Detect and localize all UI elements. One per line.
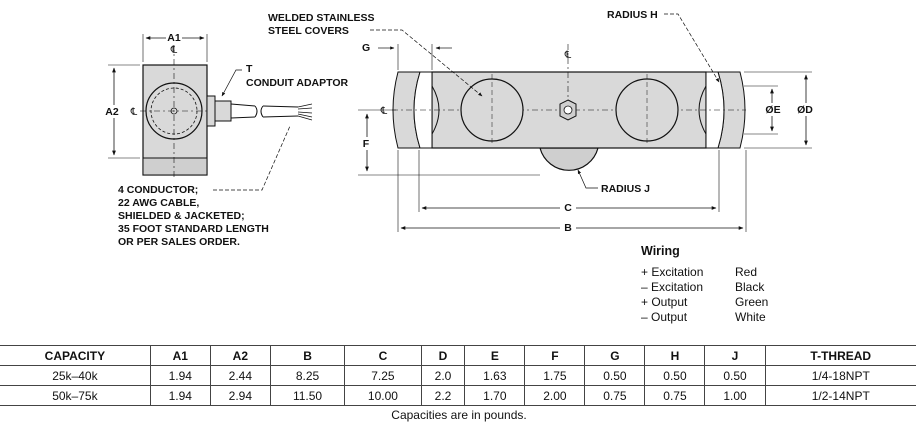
- dimension-table: CAPACITY A1 A2 B C D E F G H J T-THREAD …: [0, 345, 916, 406]
- table-cell: 11.50: [270, 385, 346, 406]
- table-cell: 1.63: [464, 365, 526, 386]
- end-view: A1 ℄ A2 ℄ T CONDUIT ADAPTOR 4 CONDUCTOR;…: [103, 31, 349, 248]
- table-row: 50k–75k 1.94 2.94 11.50 10.00 2.2 1.70 2…: [0, 385, 916, 406]
- cable-note: 4 CONDUCTOR; 22 AWG CABLE, SHIELDED & JA…: [118, 184, 269, 248]
- table-cell: 0.50: [584, 365, 646, 386]
- table-cell: 8.25: [270, 365, 346, 386]
- column-header: CAPACITY: [0, 345, 151, 366]
- column-header: A1: [150, 345, 211, 366]
- table-header-row: CAPACITY A1 A2 B C D E F G H J T-THREAD: [0, 345, 916, 366]
- column-header: C: [344, 345, 422, 366]
- svg-text:OR PER SALES ORDER.: OR PER SALES ORDER.: [118, 236, 240, 248]
- wiring-color: White: [735, 310, 766, 324]
- svg-text:4 CONDUCTOR;: 4 CONDUCTOR;: [118, 184, 198, 196]
- table-cell: 2.44: [210, 365, 271, 386]
- wiring-signal: + Excitation: [641, 265, 704, 279]
- column-header: H: [644, 345, 706, 366]
- label-radius-h: RADIUS H: [607, 9, 658, 21]
- wiring-signal: – Excitation: [641, 280, 704, 294]
- table-cell: 25k–40k: [0, 365, 151, 386]
- table-cell: 2.00: [524, 385, 586, 406]
- table-cell: 10.00: [344, 385, 422, 406]
- wiring-signal: – Output: [641, 310, 688, 324]
- table-cell: 2.0: [421, 365, 466, 386]
- label-welded-covers-2: STEEL COVERS: [268, 25, 349, 37]
- table-cell: 0.75: [584, 385, 646, 406]
- table-cell: 1.94: [150, 385, 211, 406]
- table-cell: 1.94: [150, 365, 211, 386]
- wiring-row: – Excitation Black: [641, 280, 801, 295]
- side-view: ℄ WELDED STAINLESS STEEL COVERS RADIUS H…: [268, 9, 818, 234]
- wiring-title: Wiring: [641, 244, 680, 258]
- column-header: J: [704, 345, 766, 366]
- column-header: G: [584, 345, 646, 366]
- column-header: D: [421, 345, 466, 366]
- column-header: E: [464, 345, 526, 366]
- wiring-row: + Output Green: [641, 295, 801, 310]
- capacity-note: Capacities are in pounds.: [391, 408, 527, 422]
- table-cell: 1.00: [704, 385, 766, 406]
- table-cell: 0.75: [644, 385, 706, 406]
- table-cell: 0.50: [644, 365, 706, 386]
- column-header: B: [270, 345, 346, 366]
- column-header: A2: [210, 345, 271, 366]
- label-welded-covers-1: WELDED STAINLESS: [268, 12, 375, 24]
- table-cell: 0.50: [704, 365, 766, 386]
- dim-a1-label: A1: [167, 32, 181, 44]
- label-radius-j: RADIUS J: [601, 183, 650, 195]
- wiring-color: Green: [735, 295, 769, 309]
- table-cell: 1/2-14NPT: [765, 385, 916, 406]
- svg-text:22 AWG CABLE,: 22 AWG CABLE,: [118, 197, 199, 209]
- table-cell: 1/4-18NPT: [765, 365, 916, 386]
- column-header: T-THREAD: [765, 345, 916, 366]
- table-cell: 50k–75k: [0, 385, 151, 406]
- table-row: 25k–40k 1.94 2.44 8.25 7.25 2.0 1.63 1.7…: [0, 365, 916, 386]
- centerline-symbol: ℄: [170, 45, 178, 56]
- table-cell: 7.25: [344, 365, 422, 386]
- column-header: F: [524, 345, 586, 366]
- svg-text:35 FOOT STANDARD LENGTH: 35 FOOT STANDARD LENGTH: [118, 223, 269, 235]
- dim-b-label: B: [564, 222, 572, 234]
- dim-g-label: G: [362, 42, 370, 54]
- dim-f-label: F: [363, 138, 370, 150]
- svg-text:SHIELDED & JACKETED;: SHIELDED & JACKETED;: [118, 210, 245, 222]
- table-cell: 1.75: [524, 365, 586, 386]
- table-cell: 1.70: [464, 385, 526, 406]
- wiring-color: Black: [735, 280, 765, 294]
- technical-drawing: A1 ℄ A2 ℄ T CONDUIT ADAPTOR 4 CONDUCTOR;…: [103, 9, 818, 248]
- label-conduit-adaptor: CONDUIT ADAPTOR: [246, 77, 349, 89]
- centerline-symbol-left: ℄: [130, 107, 138, 118]
- wiring-legend: Wiring + Excitation Red – Excitation Bla…: [641, 244, 801, 325]
- label-t: T: [246, 63, 253, 75]
- centerline-symbol-side: ℄: [380, 106, 388, 117]
- wiring-row: – Output White: [641, 310, 801, 325]
- centerline-symbol-top: ℄: [564, 50, 572, 61]
- table-cell: 2.94: [210, 385, 271, 406]
- wiring-signal: + Output: [641, 295, 688, 309]
- wiring-color: Red: [735, 265, 758, 279]
- dim-c-label: C: [564, 202, 572, 214]
- table-cell: 2.2: [421, 385, 466, 406]
- wiring-row: + Excitation Red: [641, 265, 801, 280]
- dim-d-label: ØD: [797, 104, 813, 116]
- dim-e-label: ØE: [765, 104, 780, 116]
- dim-a2-label: A2: [105, 106, 119, 118]
